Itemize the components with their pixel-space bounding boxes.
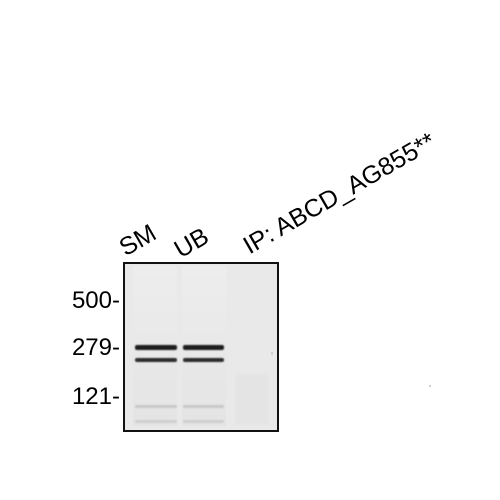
- band-ub-faint-2: [183, 420, 224, 423]
- band-sm-faint-2: [135, 420, 177, 423]
- band-ub-lower: [183, 358, 224, 362]
- band-sm-lower: [135, 358, 177, 362]
- lane-label-ip: IP: ABCD_AG855**: [238, 127, 441, 260]
- marker-279: 279-: [71, 334, 120, 361]
- marker-500: 500-: [71, 287, 120, 314]
- background-speck: [429, 385, 431, 387]
- gel-image: [125, 264, 277, 430]
- gel-blot: [123, 262, 279, 432]
- band-ub-upper: [183, 345, 224, 350]
- ip-lane-speck: [271, 352, 273, 355]
- lane-label-ub: UB: [169, 222, 214, 264]
- lane-label-sm: SM: [114, 218, 161, 262]
- lane-ip-smear: [235, 374, 269, 424]
- band-sm-upper: [135, 345, 177, 350]
- band-ub-faint-1: [183, 405, 224, 408]
- marker-121: 121-: [71, 383, 120, 410]
- band-sm-faint-1: [135, 405, 177, 408]
